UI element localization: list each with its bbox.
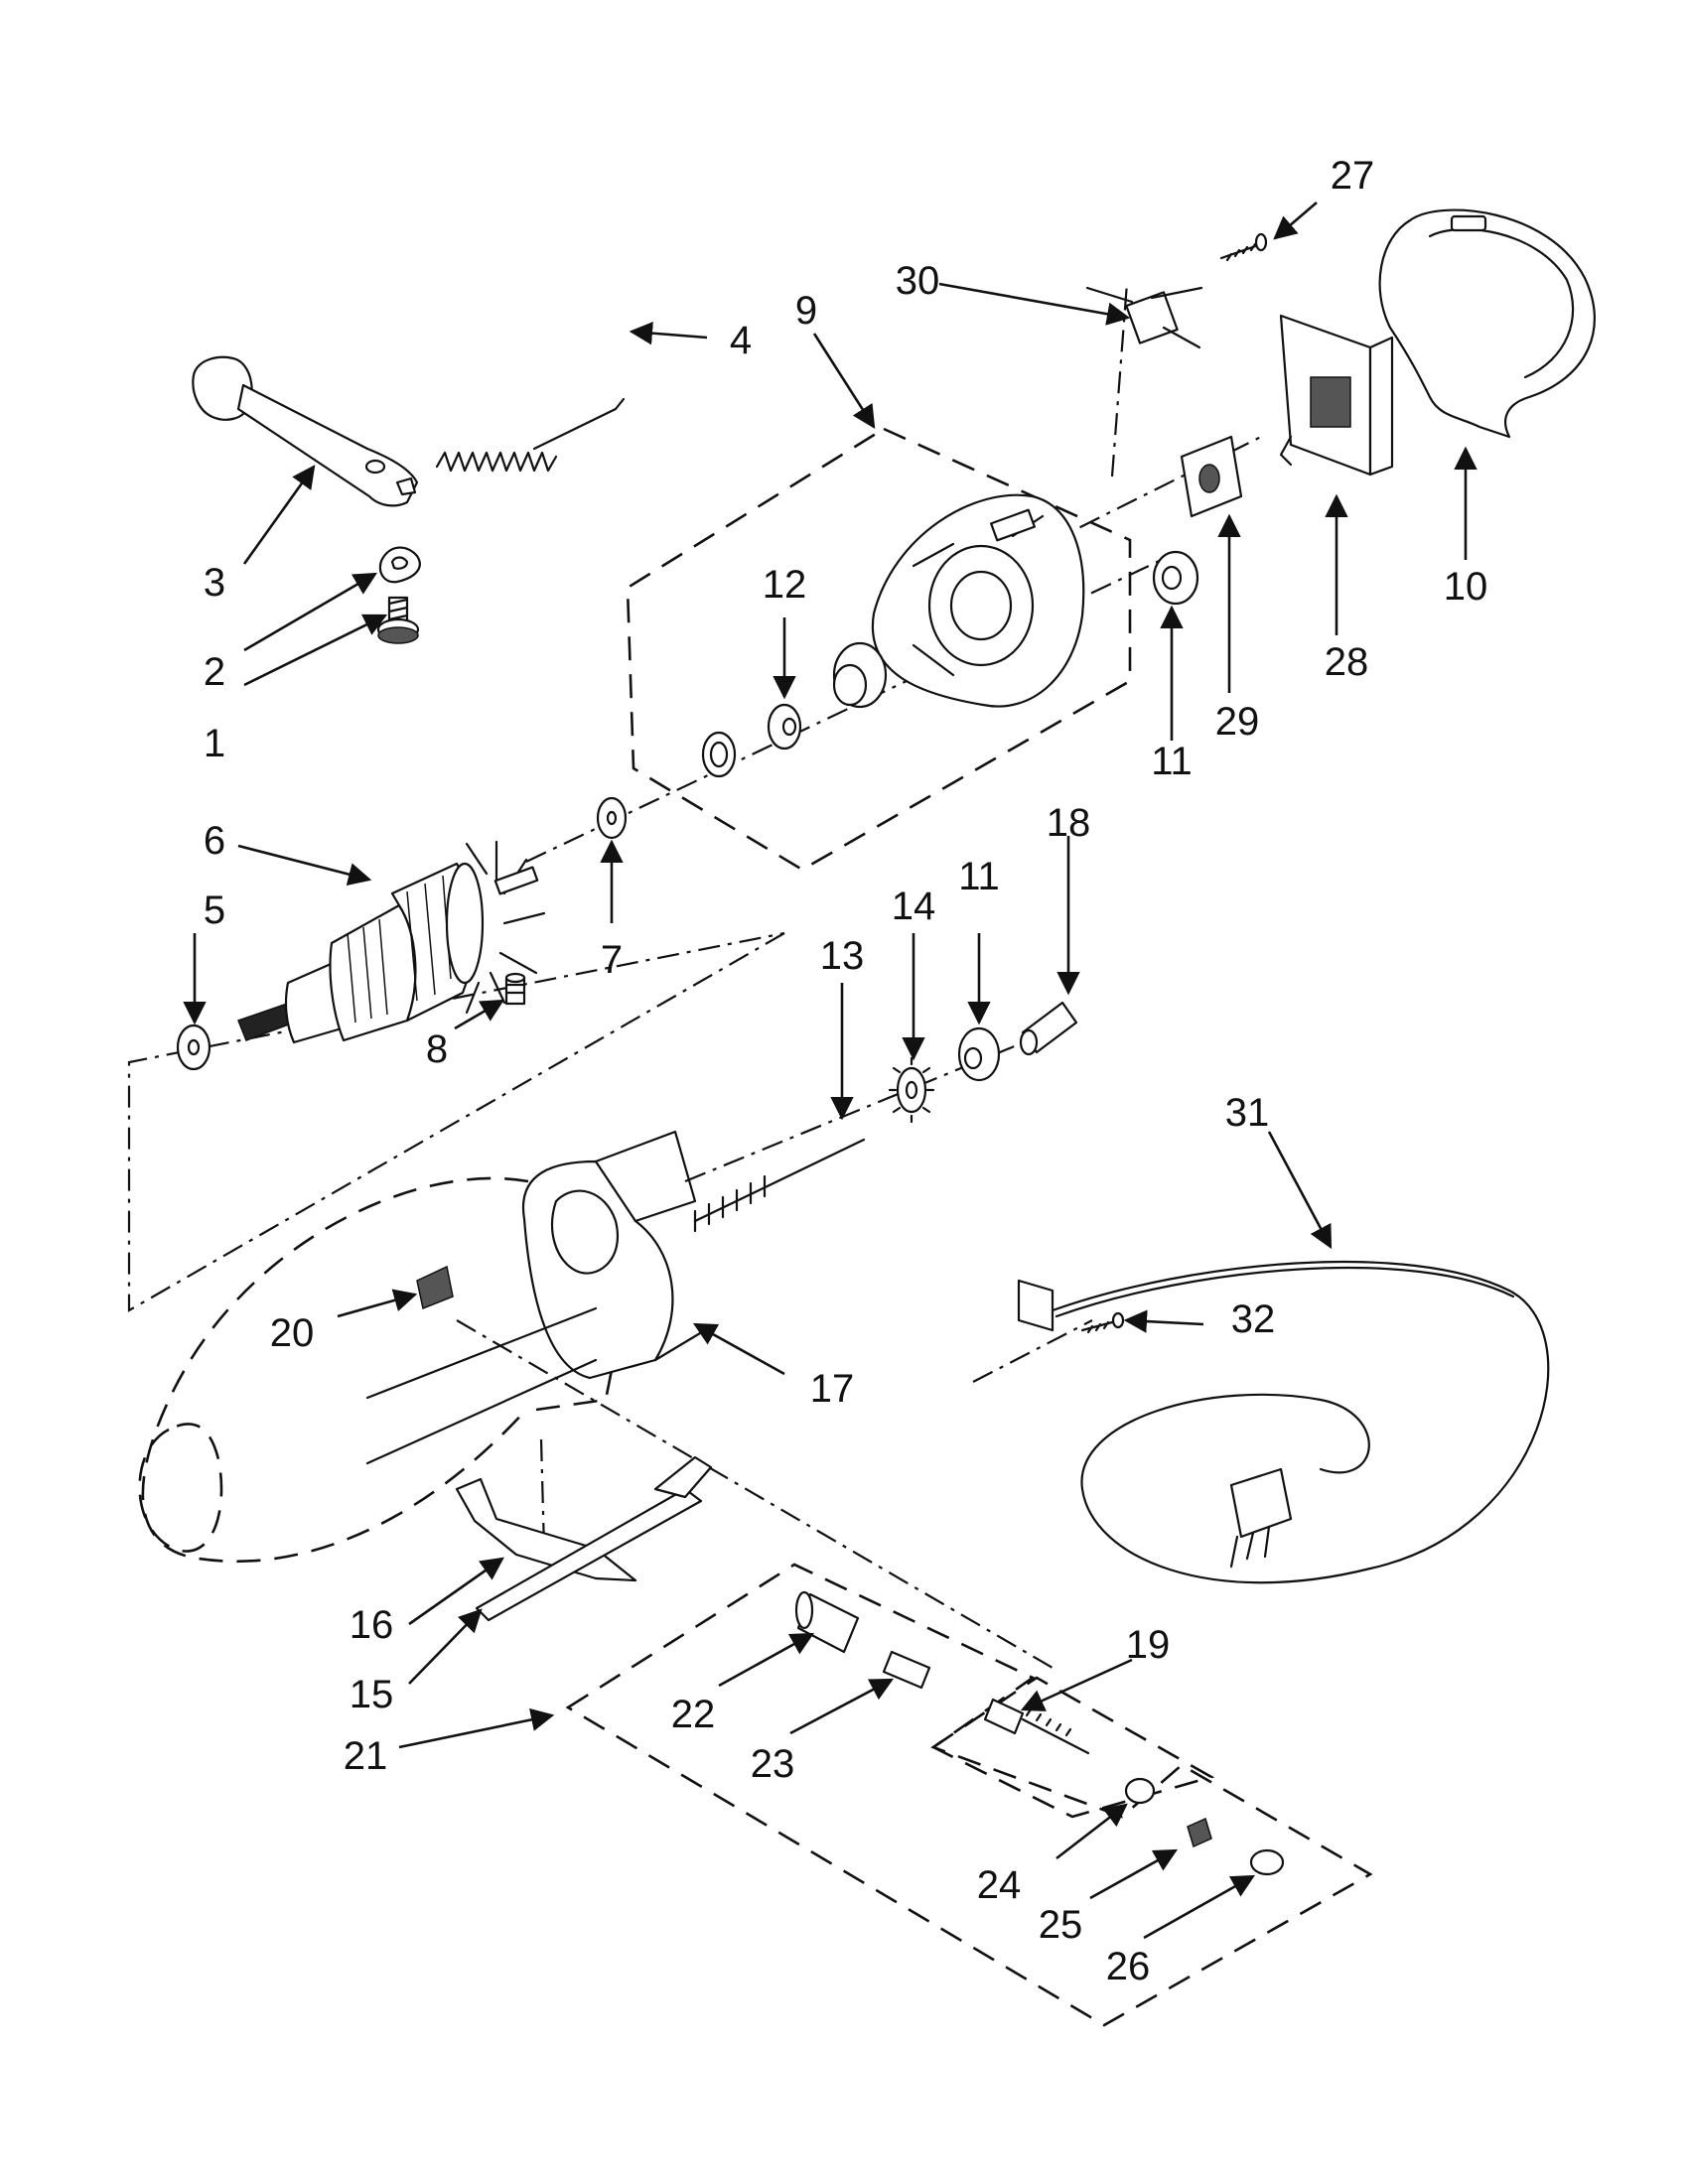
cap-26 <box>1249 1848 1285 1876</box>
callout-1: 1 <box>204 722 225 765</box>
screw-27 <box>1219 232 1268 262</box>
callout-15: 15 <box>350 1673 394 1716</box>
callout-21: 21 <box>344 1734 388 1778</box>
group-outline-19 <box>930 1676 1215 1819</box>
callout-28: 28 <box>1325 640 1369 684</box>
callout-13: 13 <box>820 934 865 978</box>
bearing <box>832 641 888 709</box>
control-board <box>1279 314 1394 477</box>
callout-32: 32 <box>1231 1297 1276 1341</box>
speed-control-plate <box>455 1477 637 1582</box>
callout-8: 8 <box>426 1027 448 1071</box>
bushing-8 <box>504 972 526 1006</box>
screw-32 <box>1080 1311 1125 1334</box>
pin-23 <box>882 1650 931 1690</box>
callout-12: 12 <box>763 563 807 607</box>
callout-26: 26 <box>1106 1945 1151 1988</box>
callout-29: 29 <box>1215 700 1260 744</box>
motor-housing-outline <box>138 1176 618 1563</box>
nut-11-top <box>1152 550 1199 606</box>
callout-3: 3 <box>204 561 225 605</box>
callout-23: 23 <box>751 1742 795 1786</box>
callout-2: 2 <box>204 650 225 694</box>
callout-30: 30 <box>896 259 940 303</box>
callout-17: 17 <box>810 1367 855 1411</box>
washer-7 <box>596 796 628 840</box>
callout-9: 9 <box>795 289 817 333</box>
power-cord <box>1017 1260 1550 1584</box>
callout-4: 4 <box>730 319 752 362</box>
callout-19: 19 <box>1126 1623 1171 1667</box>
bushing-18 <box>1019 1001 1078 1056</box>
callout-27: 27 <box>1331 154 1375 198</box>
callout-20: 20 <box>270 1311 315 1355</box>
callout-24: 24 <box>977 1863 1022 1907</box>
callout-11-bottom: 11 <box>958 855 1000 898</box>
callout-22: 22 <box>671 1693 716 1736</box>
field-stator <box>365 1130 707 1465</box>
callout-16: 16 <box>350 1603 394 1647</box>
shaft-19 <box>983 1698 1090 1755</box>
callout-18: 18 <box>1047 801 1091 845</box>
end-cap <box>871 493 1085 708</box>
screw <box>376 596 420 644</box>
callout-labels: 1 2 3 4 5 6 7 8 9 10 11 11 12 13 14 15 1… <box>204 154 1487 1988</box>
washer-5 <box>176 1024 211 1071</box>
group-outline-21 <box>565 1563 1373 2027</box>
armature <box>237 840 546 1044</box>
callout-7: 7 <box>601 938 623 982</box>
callout-11-top: 11 <box>1151 740 1193 783</box>
spring <box>435 397 626 473</box>
leader-lines <box>183 202 1477 1940</box>
terminal-block <box>1180 435 1243 518</box>
star-washer <box>888 1056 935 1124</box>
sleeve-22 <box>794 1590 860 1654</box>
triangle-washer <box>378 546 421 584</box>
plug-24 <box>1124 1777 1156 1805</box>
spring-25 <box>1187 1817 1212 1848</box>
callout-6: 6 <box>204 819 225 863</box>
bearing-washer <box>767 703 802 751</box>
callout-10: 10 <box>1444 565 1488 609</box>
retaining-ring <box>701 731 737 778</box>
callout-14: 14 <box>892 885 936 928</box>
callout-5: 5 <box>204 888 225 932</box>
speed-control-rod <box>475 1455 713 1622</box>
speed-control-lever <box>192 355 419 507</box>
group-outline-9 <box>626 427 1132 872</box>
threaded-rod <box>693 1138 866 1233</box>
gasket <box>1378 208 1596 439</box>
callout-25: 25 <box>1039 1903 1083 1947</box>
nut-11-bottom <box>957 1026 1001 1082</box>
brush-spring-20 <box>416 1265 454 1310</box>
brush-holder-30 <box>1085 286 1203 349</box>
callout-31: 31 <box>1225 1091 1270 1135</box>
